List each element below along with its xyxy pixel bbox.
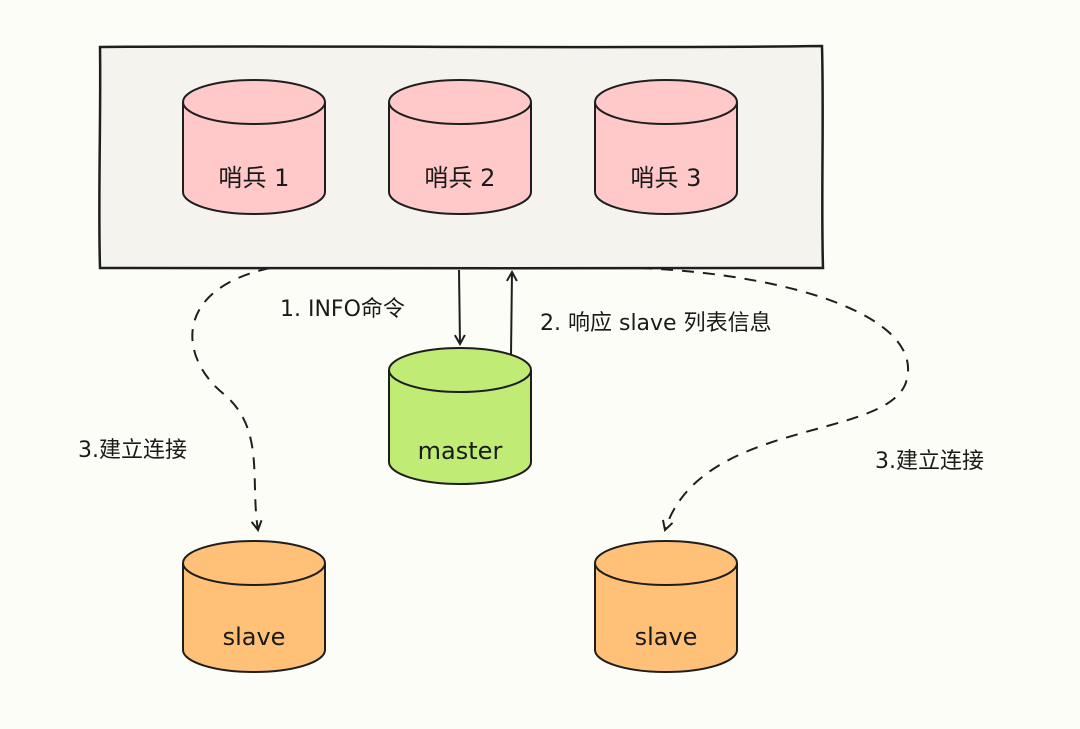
sentinel-2: 哨兵 2 <box>388 79 532 215</box>
sentinel-3: 哨兵 3 <box>594 79 738 215</box>
connect-right-label: 3.建立连接 <box>875 449 984 474</box>
sentinel-1: 哨兵 1 <box>182 79 326 215</box>
response-label: 2. 响应 slave 列表信息 <box>540 311 772 336</box>
sentinel-1-label: 哨兵 1 <box>219 164 290 192</box>
connect-right-arrow <box>639 267 909 530</box>
slave-left-label: slave <box>223 623 286 651</box>
slave-left: slave <box>182 540 326 673</box>
master-label: master <box>418 437 503 465</box>
sentinel-3-label: 哨兵 3 <box>631 164 702 192</box>
info-command-label: 1. INFO命令 <box>280 297 405 322</box>
connect-left-label: 3.建立连接 <box>78 438 187 463</box>
sentinel-2-label: 哨兵 2 <box>425 164 496 192</box>
slave-right: slave <box>594 540 738 673</box>
master-node: master <box>388 347 532 485</box>
slave-right-label: slave <box>635 623 698 651</box>
connect-left-arrow <box>191 267 271 530</box>
info-command-arrow <box>459 269 460 344</box>
response-arrow <box>511 272 512 356</box>
